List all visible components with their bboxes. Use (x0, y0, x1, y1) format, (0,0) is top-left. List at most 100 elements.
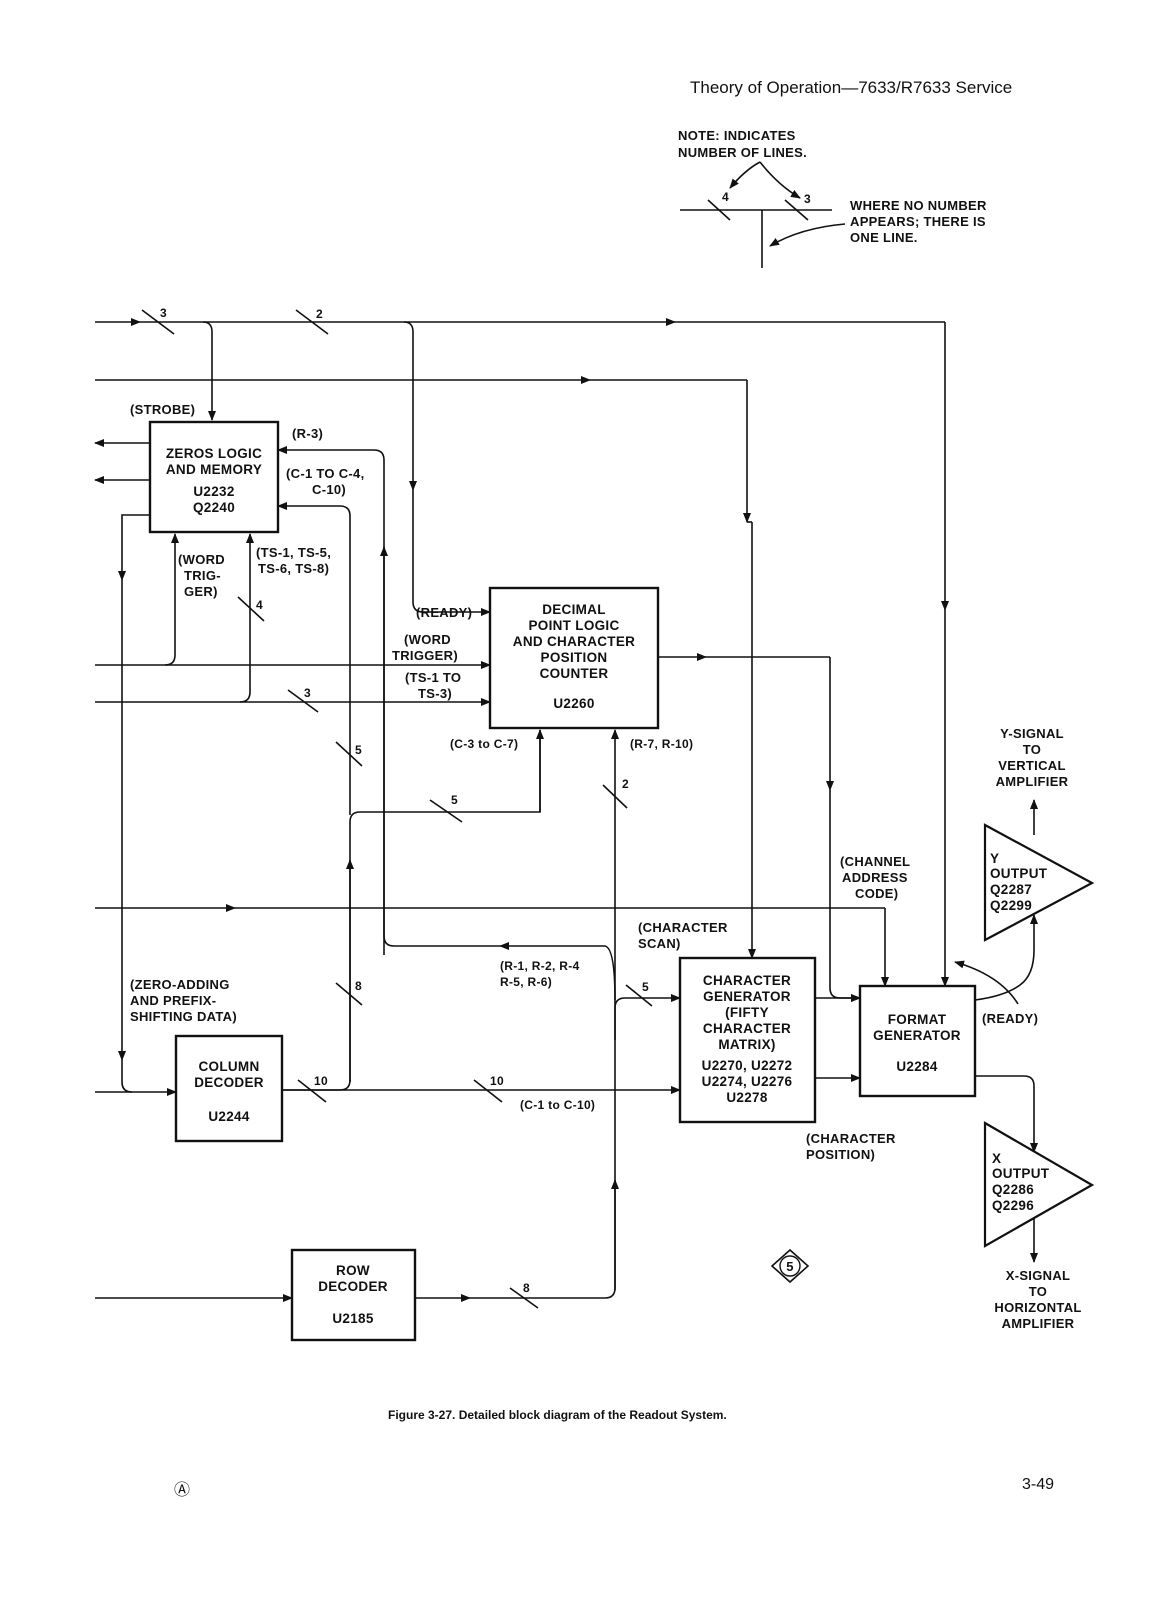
count-c-vert: 5 (355, 743, 362, 757)
column-line-2: DECODER (194, 1075, 264, 1090)
y-output-line-3: Q2287 (990, 882, 1032, 897)
label-zero-adding-3: SHIFTING DATA) (130, 1009, 237, 1024)
signal-wires (94, 309, 1038, 1309)
label-word-trigger-2: TRIGGER) (392, 648, 458, 663)
label-channel-3: CODE) (855, 886, 898, 901)
decimal-line-1: DECIMAL (542, 602, 606, 617)
label-ts-group-1: (TS-1, TS-5, (256, 545, 331, 560)
revision-mark: Ⓐ (174, 1482, 191, 1499)
format-line-1: FORMAT (888, 1012, 947, 1027)
block-format-generator: FORMAT GENERATOR U2284 (858, 984, 977, 1098)
label-zero-adding-1: (ZERO-ADDING (130, 977, 230, 992)
x-output-line-3: Q2286 (992, 1182, 1034, 1197)
y-output-line-2: OUTPUT (990, 866, 1048, 881)
label-ready-in: (READY) (416, 605, 472, 620)
count-col-out-2: 10 (490, 1074, 504, 1088)
decimal-line-2: POINT LOGIC (528, 618, 619, 633)
decimal-line-5: COUNTER (540, 666, 609, 681)
label-ts1-ts3-2: TS-3) (418, 686, 452, 701)
y-output-line-1: Y (990, 851, 999, 866)
label-word-trig-3: GER) (184, 584, 218, 599)
x-output-line-4: Q2296 (992, 1198, 1034, 1213)
label-char-position-1: (CHARACTER (806, 1131, 896, 1146)
label-char-scan-1: (CHARACTER (638, 920, 728, 935)
y-output-line-4: Q2299 (990, 898, 1032, 913)
label-c1-c10: (C-1 to C-10) (520, 1098, 595, 1112)
chargen-line-6: U2270, U2272 (702, 1058, 793, 1073)
block-decimal-point-logic: DECIMAL POINT LOGIC AND CHARACTER POSITI… (488, 586, 660, 730)
signal-labels: (STROBE) (R-3) (C-1 TO C-4, C-10) (WORD … (130, 402, 1081, 1331)
label-c3-c7: (C-3 to C-7) (450, 737, 518, 751)
label-word-trig-1: (WORD (178, 552, 225, 567)
zeros-line-1: ZEROS LOGIC (166, 446, 262, 461)
label-channel-1: (CHANNEL (840, 854, 910, 869)
label-y-signal-2: TO (1023, 742, 1041, 757)
chargen-line-7: U2274, U2276 (702, 1074, 793, 1089)
count-top-mid: 2 (316, 307, 323, 321)
count-col-vert: 8 (355, 979, 362, 993)
chargen-line-2: GENERATOR (703, 989, 791, 1004)
note-line-1: NOTE: INDICATES (678, 128, 796, 143)
label-c1-c4-2: C-10) (312, 482, 346, 497)
label-char-scan-2: SCAN) (638, 936, 681, 951)
label-strobe: (STROBE) (130, 402, 195, 417)
row-line-1: ROW (336, 1263, 370, 1278)
block-zeros-logic: ZEROS LOGIC AND MEMORY U2232 Q2240 (148, 420, 280, 534)
x-output-line-2: OUTPUT (992, 1166, 1050, 1181)
label-x-signal-2: TO (1029, 1284, 1047, 1299)
note-legend: NOTE: INDICATES NUMBER OF LINES. 4 3 WHE… (678, 128, 987, 268)
chargen-line-8: U2278 (726, 1090, 767, 1105)
note-single-line-1: WHERE NO NUMBER (850, 198, 987, 213)
line-count-labels: 3 2 4 3 5 5 2 8 10 10 5 8 (160, 306, 649, 1295)
column-line-3: U2244 (208, 1109, 249, 1124)
label-ready-out: (READY) (982, 1011, 1038, 1026)
zeros-line-3: U2232 (193, 484, 234, 499)
page-header-title: Theory of Operation—7633/R7633 Service (690, 78, 1013, 97)
label-word-trigger-1: (WORD (404, 632, 451, 647)
count-ts-in: 3 (304, 686, 311, 700)
label-ts1-ts3-1: (TS-1 TO (405, 670, 461, 685)
label-zero-adding-2: AND PREFIX- (130, 993, 216, 1008)
count-chargen-in: 5 (642, 980, 649, 994)
count-col-out: 10 (314, 1074, 328, 1088)
label-r3: (R-3) (292, 426, 323, 441)
label-ts-group-2: TS-6, TS-8) (258, 561, 329, 576)
label-char-position-2: POSITION) (806, 1147, 875, 1162)
label-r7-r10: (R-7, R-10) (630, 737, 693, 751)
block-y-output: Y OUTPUT Q2287 Q2299 (983, 823, 1095, 942)
note-single-line-3: ONE LINE. (850, 230, 918, 245)
column-line-1: COLUMN (198, 1059, 259, 1074)
figure-caption: Figure 3-27. Detailed block diagram of t… (388, 1408, 727, 1422)
label-x-signal-4: AMPLIFIER (1002, 1316, 1075, 1331)
note-single-line-2: APPEARS; THERE IS (850, 214, 986, 229)
decimal-line-3: AND CHARACTER (513, 634, 635, 649)
chargen-line-1: CHARACTER (703, 973, 791, 988)
note-line-2: NUMBER OF LINES. (678, 145, 807, 160)
chargen-line-5: MATRIX) (718, 1037, 775, 1052)
page-number: 3-49 (1022, 1476, 1055, 1493)
label-r-group-2: R-5, R-6) (500, 975, 552, 989)
count-top-in: 3 (160, 306, 167, 320)
block-row-decoder: ROW DECODER U2185 (290, 1248, 417, 1342)
count-zeros-down: 4 (256, 598, 263, 612)
label-y-signal-4: AMPLIFIER (996, 774, 1069, 789)
label-c1-c4-1: (C-1 TO C-4, (286, 466, 364, 481)
chargen-line-4: CHARACTER (703, 1021, 791, 1036)
label-channel-2: ADDRESS (842, 870, 908, 885)
block-x-output: X OUTPUT Q2286 Q2296 (983, 1121, 1095, 1248)
note-count-4: 4 (722, 190, 729, 204)
zeros-line-4: Q2240 (193, 500, 235, 515)
format-line-3: U2284 (896, 1059, 937, 1074)
row-line-3: U2185 (332, 1311, 373, 1326)
diagram-number-diamond: 5 (770, 1248, 810, 1284)
count-r-vert: 2 (622, 777, 629, 791)
block-character-generator: CHARACTER GENERATOR (FIFTY CHARACTER MAT… (678, 956, 817, 1124)
diagram-number: 5 (786, 1259, 794, 1274)
label-word-trig-2: TRIG- (184, 568, 221, 583)
decimal-line-4: POSITION (541, 650, 608, 665)
row-line-2: DECODER (318, 1279, 388, 1294)
block-column-decoder: COLUMN DECODER U2244 (174, 1034, 284, 1143)
format-line-2: GENERATOR (873, 1028, 961, 1043)
count-row-out: 8 (523, 1281, 530, 1295)
